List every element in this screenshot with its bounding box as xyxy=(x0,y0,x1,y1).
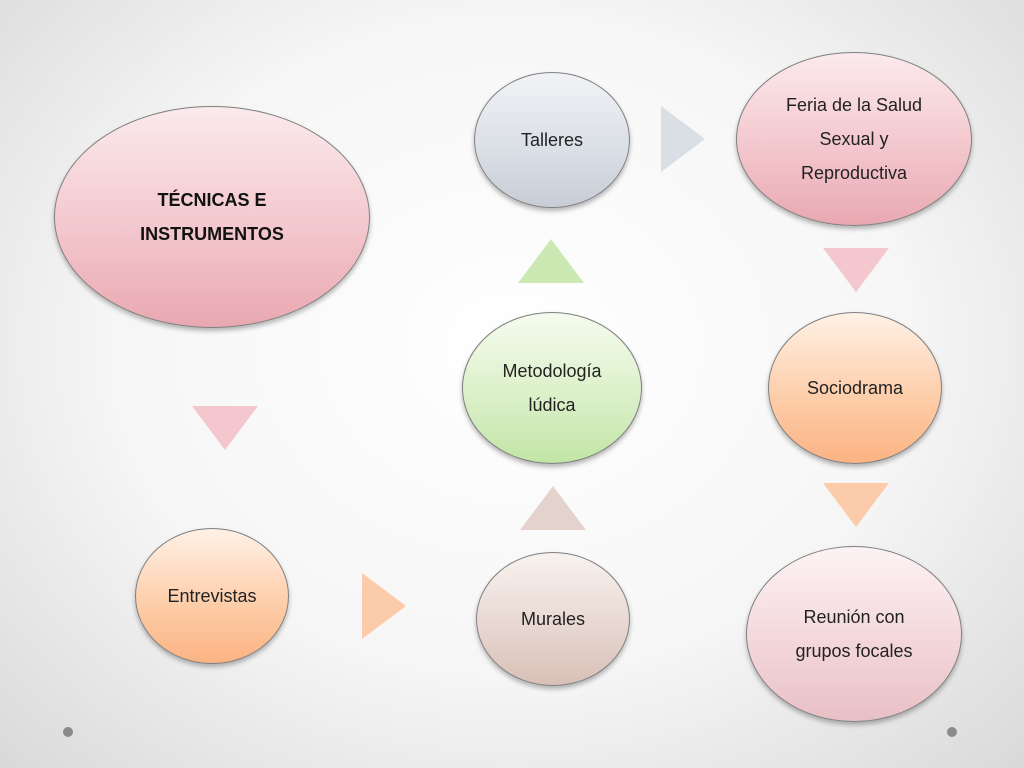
node-label-line: Reunión con xyxy=(803,607,905,627)
slide-corner-dot xyxy=(947,727,957,737)
node-label: Metodología lúdica xyxy=(490,354,613,422)
node-label: Feria de la Salud Sexual y Reproductiva xyxy=(774,88,934,190)
node-label-line: Entrevistas xyxy=(167,586,257,606)
slide-corner-dot xyxy=(63,727,73,737)
arrow-murales-to-metodologia xyxy=(520,486,586,530)
node-label-line: grupos focales xyxy=(795,641,913,661)
node-sociodrama[interactable]: Sociodrama xyxy=(768,312,942,464)
arrow-entrevistas-to-murales xyxy=(362,573,406,639)
node-label-line: Sexual y xyxy=(819,129,889,149)
arrow-feria-to-sociodrama xyxy=(823,248,889,292)
arrow-talleres-to-feria xyxy=(661,106,705,172)
arrow-tecnicas-to-entrevistas xyxy=(192,406,258,450)
node-label-line: lúdica xyxy=(528,395,576,415)
node-metodologia-ludica[interactable]: Metodología lúdica xyxy=(462,312,642,464)
node-label-line: Metodología xyxy=(502,361,602,381)
arrow-sociodrama-to-reunion xyxy=(823,483,889,527)
node-label-line: Sociodrama xyxy=(806,378,904,398)
node-label-line: Reproductiva xyxy=(800,163,908,183)
node-label-line: Talleres xyxy=(520,130,584,150)
node-label: TÉCNICAS E INSTRUMENTOS xyxy=(128,183,296,251)
node-label-line: TÉCNICAS E xyxy=(157,190,267,210)
node-murales[interactable]: Murales xyxy=(476,552,630,686)
node-label: Reunión con grupos focales xyxy=(783,600,924,668)
node-tecnicas-instrumentos[interactable]: TÉCNICAS E INSTRUMENTOS xyxy=(54,106,370,328)
node-label: Entrevistas xyxy=(155,579,268,613)
node-label-line: Feria de la Salud xyxy=(785,95,923,115)
node-talleres[interactable]: Talleres xyxy=(474,72,630,208)
node-feria-salud[interactable]: Feria de la Salud Sexual y Reproductiva xyxy=(736,52,972,226)
node-label-line: Murales xyxy=(520,609,586,629)
node-entrevistas[interactable]: Entrevistas xyxy=(135,528,289,664)
node-label: Murales xyxy=(509,602,597,636)
node-label: Sociodrama xyxy=(795,371,915,405)
node-label: Talleres xyxy=(509,123,595,157)
arrow-metodologia-to-talleres xyxy=(518,239,584,283)
node-label-line: INSTRUMENTOS xyxy=(140,224,284,244)
node-reunion-grupos-focales[interactable]: Reunión con grupos focales xyxy=(746,546,962,722)
